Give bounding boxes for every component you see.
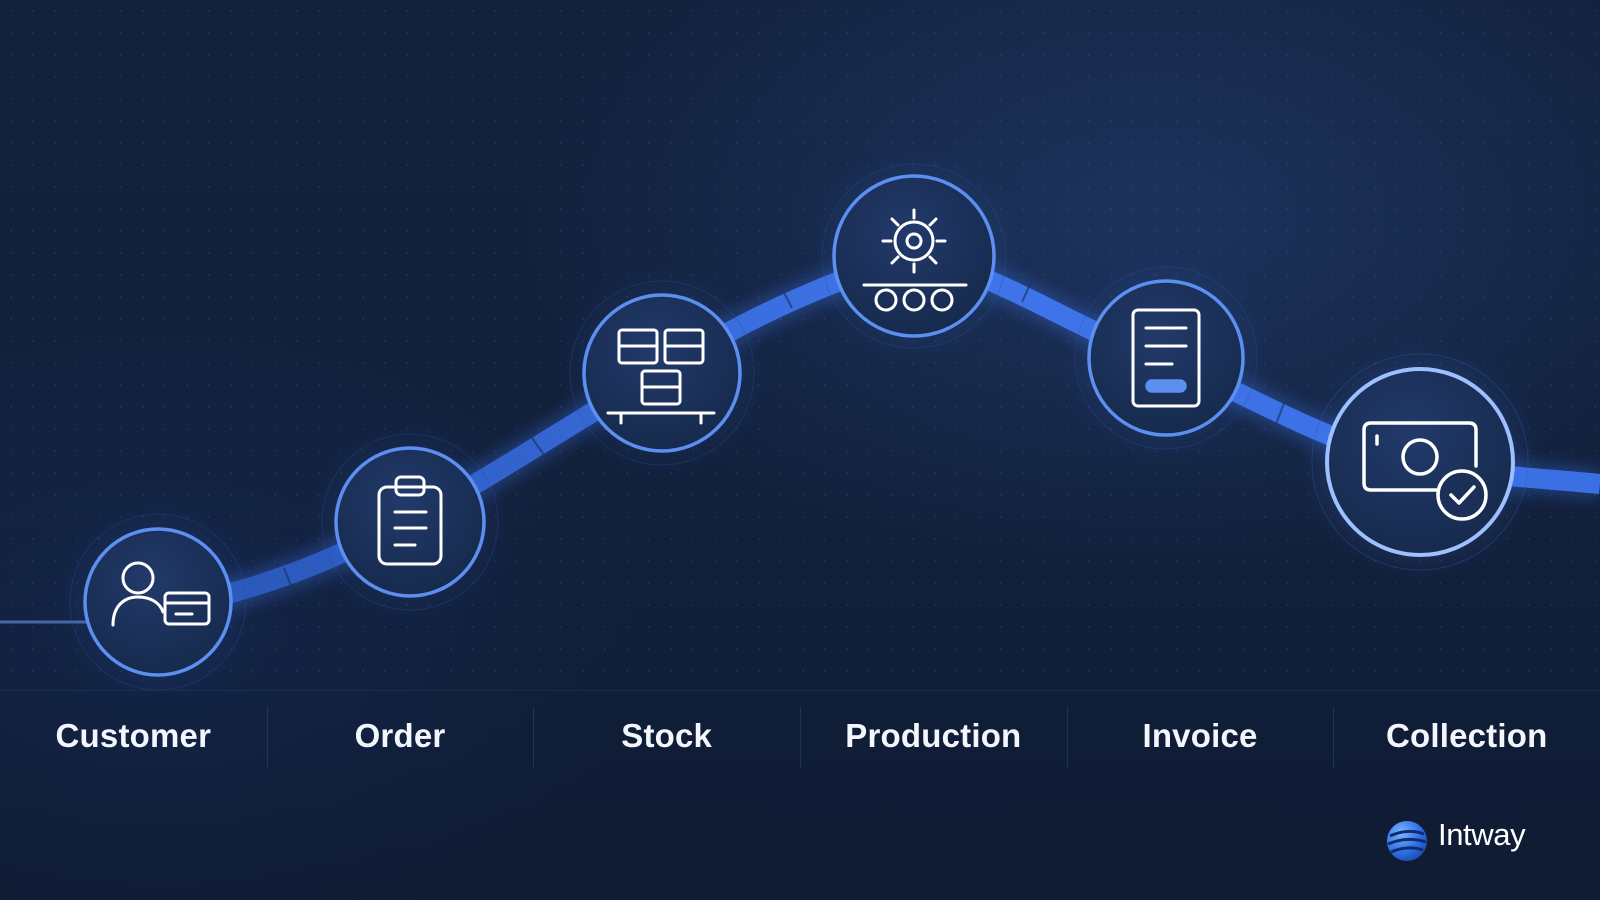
order-node	[321, 433, 499, 611]
invoice-document-icon	[1131, 308, 1201, 408]
step-label-production: Production	[845, 717, 1022, 754]
path-segment-ticks	[283, 275, 1287, 589]
cash-check-icon	[1362, 421, 1488, 521]
step-label-customer-cell: Customer	[0, 691, 267, 781]
step-label-collection: Collection	[1385, 717, 1548, 754]
step-label-invoice: Invoice	[1142, 717, 1258, 754]
step-label-invoice-cell: Invoice	[1066, 691, 1334, 781]
process-flow-diagram	[0, 163, 1600, 690]
step-label-order: Order	[354, 717, 446, 754]
collection-node	[1311, 353, 1529, 571]
step-label-stock-cell: Stock	[533, 691, 800, 781]
production-node	[821, 163, 1007, 349]
step-label-production-cell: Production	[800, 691, 1067, 781]
customer-node	[69, 513, 247, 690]
brand-name: Intway	[1438, 817, 1526, 852]
customer-card-icon	[111, 561, 211, 627]
step-labels-bar: Customer Order Stock Production Invoice …	[0, 690, 1600, 781]
step-label-order-cell: Order	[266, 691, 534, 781]
brand-logo: Intway	[1384, 817, 1526, 864]
clipboard-icon	[377, 475, 443, 566]
step-label-collection-cell: Collection	[1333, 691, 1600, 781]
stock-node	[569, 280, 755, 466]
stacked-boxes-icon	[606, 328, 716, 425]
step-label-stock: Stock	[621, 717, 713, 754]
globe-swoosh-icon	[1387, 821, 1427, 861]
gear-conveyor-icon	[862, 208, 968, 312]
invoice-node	[1074, 266, 1258, 450]
step-label-customer: Customer	[55, 717, 212, 754]
